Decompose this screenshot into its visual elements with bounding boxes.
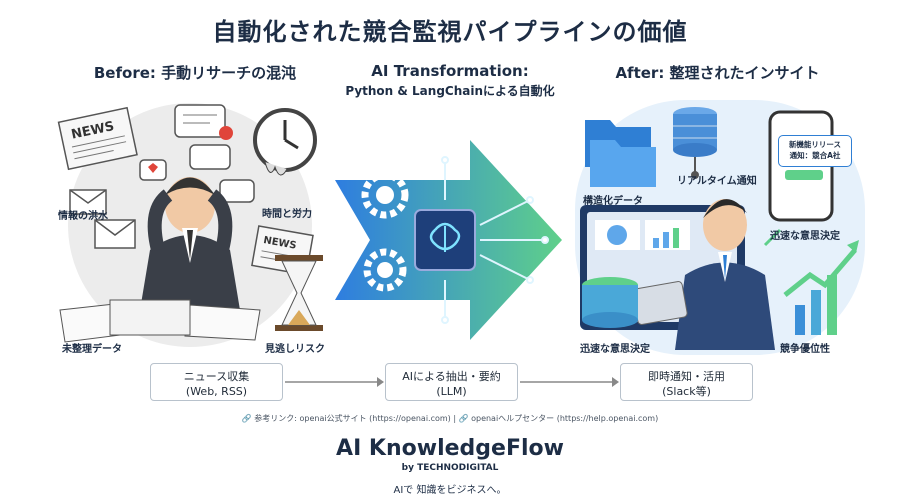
notification-line-1: 新機能リリース (788, 140, 842, 149)
brand-tagline: AIで 知識をビジネスへ。 (393, 485, 507, 496)
page-title: 自動化された競合監視パイプラインの価値 (212, 18, 688, 46)
step-notification: 即時通知・活用 (Slack等) (620, 363, 753, 401)
transform-arrow (335, 140, 562, 340)
brand-name: AI KnowledgeFlow (336, 436, 564, 461)
step-3-line-2: (Slack等) (662, 385, 711, 398)
after-label-decision-bottom: 迅速な意思決定 (580, 344, 650, 355)
before-heading: Before: 手動リサーチの混沌 (93, 64, 297, 82)
phone-notification: 新機能リリース 通知：競合A社 (778, 135, 852, 167)
transform-subheading: Python & LangChainによる自動化 (345, 84, 555, 98)
before-label-risk: 見逃しリスク (265, 344, 325, 355)
after-label-structured: 構造化データ (583, 196, 643, 207)
before-label-time: 時間と労力 (262, 209, 312, 220)
notification-line-2: 通知：競合A社 (789, 151, 841, 160)
after-heading: After: 整理されたインサイト (615, 64, 820, 82)
before-label-flood: 情報の洪水 (58, 211, 108, 222)
step-arrow-2 (520, 377, 619, 387)
step-1-line-1: ニュース収集 (183, 370, 250, 383)
step-2-line-2: (LLM) (436, 385, 467, 398)
step-2-line-1: AIによる抽出・要約 (402, 370, 501, 383)
after-label-advantage: 競争優位性 (780, 344, 830, 355)
brand-by: by TECHNODIGITAL (401, 463, 499, 473)
step-1-line-2: (Web, RSS) (185, 385, 248, 398)
after-label-decision-top: 迅速な意思決定 (770, 231, 840, 242)
after-label-realtime: リアルタイム通知 (677, 176, 757, 187)
step-news-collection: ニュース収集 (Web, RSS) (150, 363, 283, 401)
step-3-line-1: 即時通知・活用 (648, 370, 725, 383)
before-illustration: NEWS NEWS (57, 103, 323, 347)
step-arrow-1 (285, 377, 384, 387)
transform-heading: AI Transformation: (371, 62, 529, 80)
reference-links[interactable]: 🔗 参考リンク: openai公式サイト (https://openai.com… (241, 414, 659, 423)
before-label-unorganized: 未整理データ (62, 344, 122, 355)
step-ai-extraction: AIによる抽出・要約 (LLM) (385, 363, 518, 401)
